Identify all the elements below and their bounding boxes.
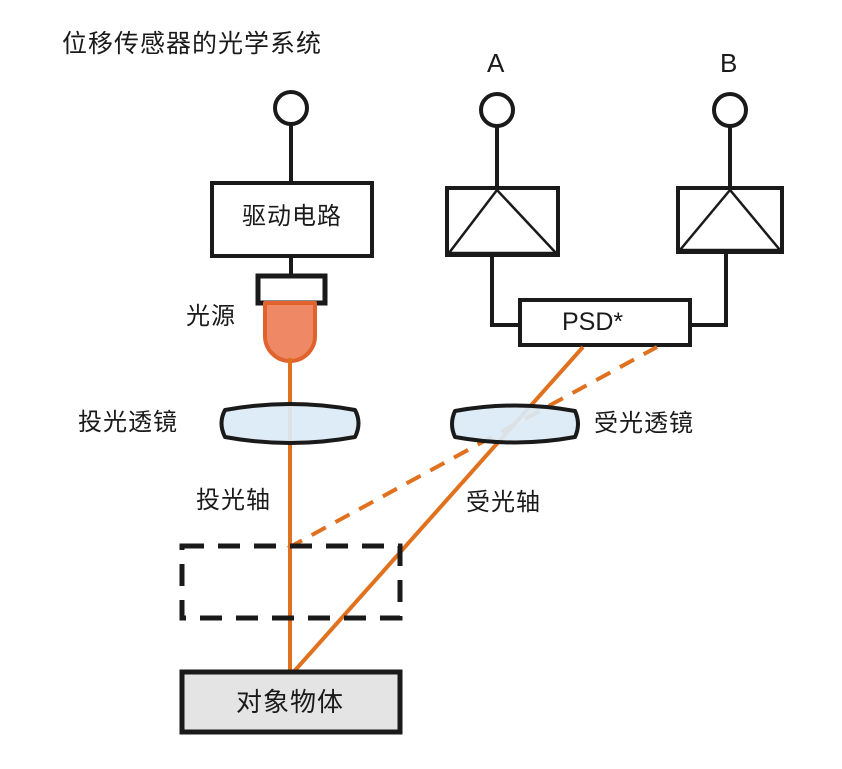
detector-a-group xyxy=(445,92,560,327)
drive-circuit-box xyxy=(210,181,374,258)
led-emitter-body-icon xyxy=(263,301,317,363)
projection-axis-label: 投光轴 xyxy=(196,487,271,514)
receiving-beam-solid-ray xyxy=(288,345,585,678)
detector-b-label: B xyxy=(720,48,738,78)
lenses-group xyxy=(219,402,580,445)
receiving-beam-dashed-ray xyxy=(287,345,658,550)
receiving-axis-label: 受光轴 xyxy=(466,489,541,516)
measurement-range-dashed-box xyxy=(179,543,403,621)
detector-b-triangle-icon xyxy=(677,188,783,252)
detector-b-terminal-circle-icon xyxy=(712,92,748,128)
detector-b-to-psd-lead xyxy=(690,252,728,327)
psd-box xyxy=(518,298,692,347)
receiving-lens-label: 受光透镜 xyxy=(594,410,694,437)
projection-lens-shape xyxy=(219,402,361,445)
detector-a-box xyxy=(445,186,560,257)
detector-b-group xyxy=(676,92,784,327)
page-title: 位移传感器的光学系统 xyxy=(62,30,323,58)
detector-a-to-psd-lead xyxy=(490,255,520,327)
drive-circuit-label: 驱动电路 xyxy=(242,203,342,230)
detector-b-box xyxy=(676,186,784,254)
detector-a-triangle-icon xyxy=(446,188,559,255)
light-source-group xyxy=(210,90,374,363)
target-object-label: 对象物体 xyxy=(236,687,345,717)
source-terminal-circle-icon xyxy=(273,90,309,126)
psd-label: PSD* xyxy=(562,308,624,336)
projection-lens-label: 投光透镜 xyxy=(78,409,178,436)
receiving-lens-shape xyxy=(450,403,580,445)
light-source-label: 光源 xyxy=(186,303,236,330)
target-object-box xyxy=(179,669,403,735)
led-cap-rect xyxy=(255,273,328,306)
detector-a-terminal-circle-icon xyxy=(479,92,515,128)
detector-a-label: A xyxy=(487,48,505,78)
